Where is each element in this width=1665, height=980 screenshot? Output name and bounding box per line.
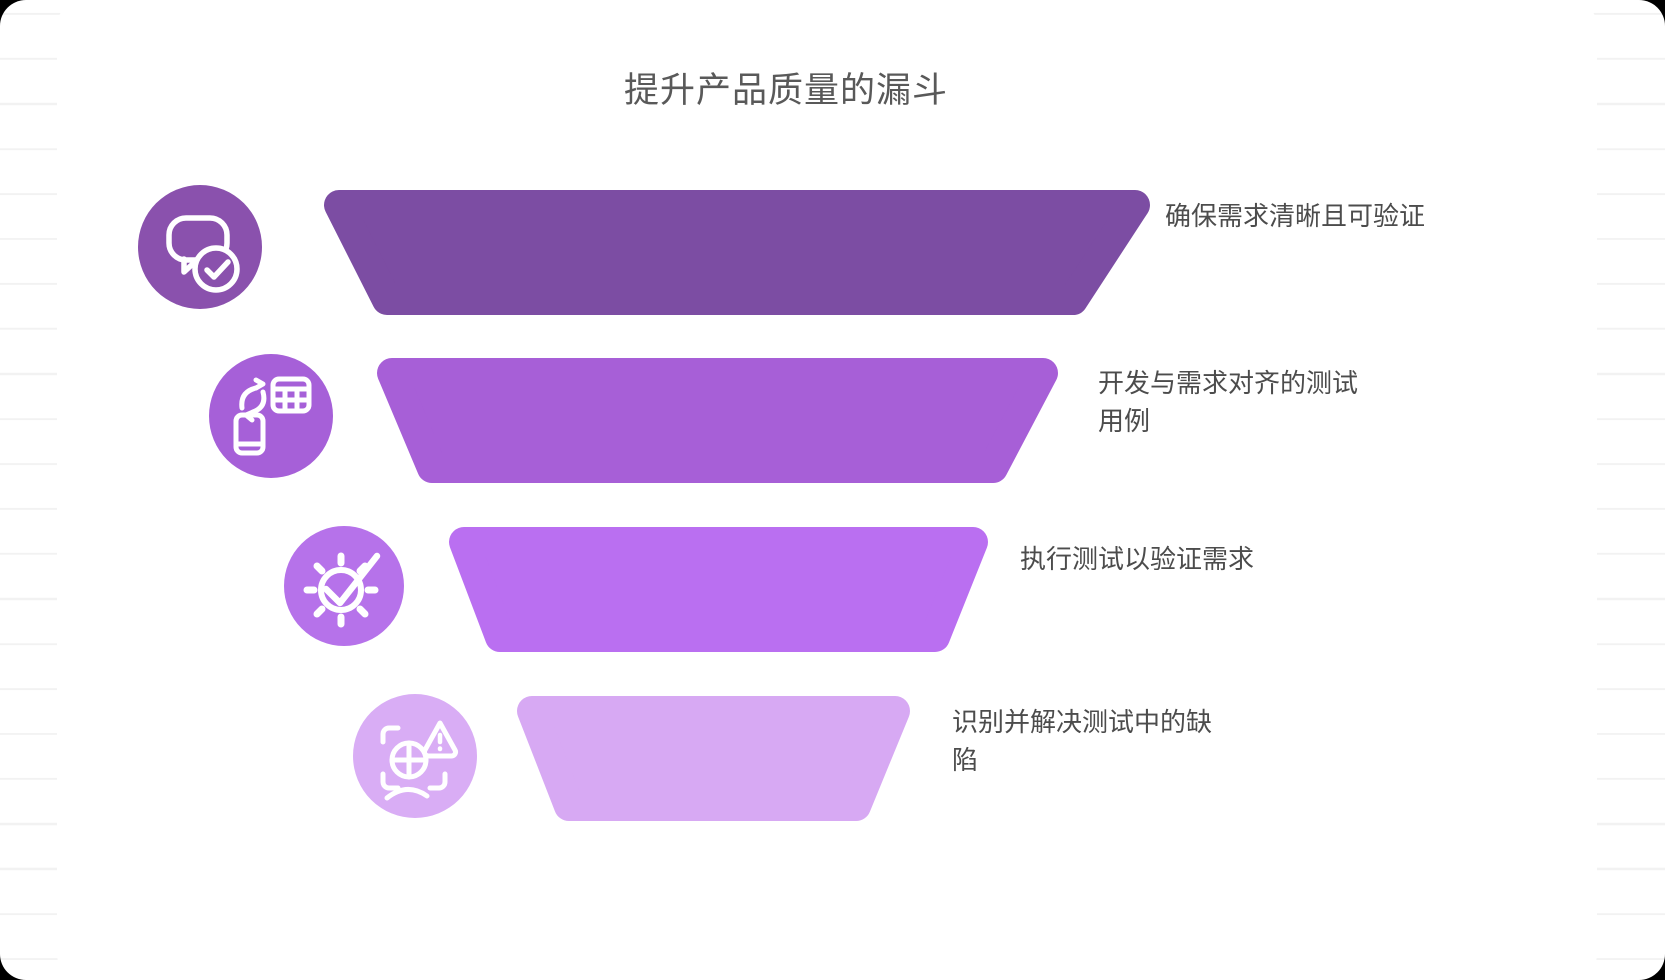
stage-1-label: 确保需求清晰且可验证 [1165,201,1426,231]
stage-4-label: 识别并解决测试中的缺陷 [952,707,1213,775]
chat-check-icon [138,185,262,309]
stage-2-label: 开发与需求对齐的测试用例 [1098,368,1359,436]
defect-scan-icon [353,694,477,818]
stage-3-label: 执行测试以验证需求 [1020,544,1255,574]
device-table-sync-icon [209,354,333,478]
diagram-card [57,0,1597,980]
gear-check-icon [284,526,404,646]
diagram-title: 提升产品质量的漏斗 [623,71,948,110]
